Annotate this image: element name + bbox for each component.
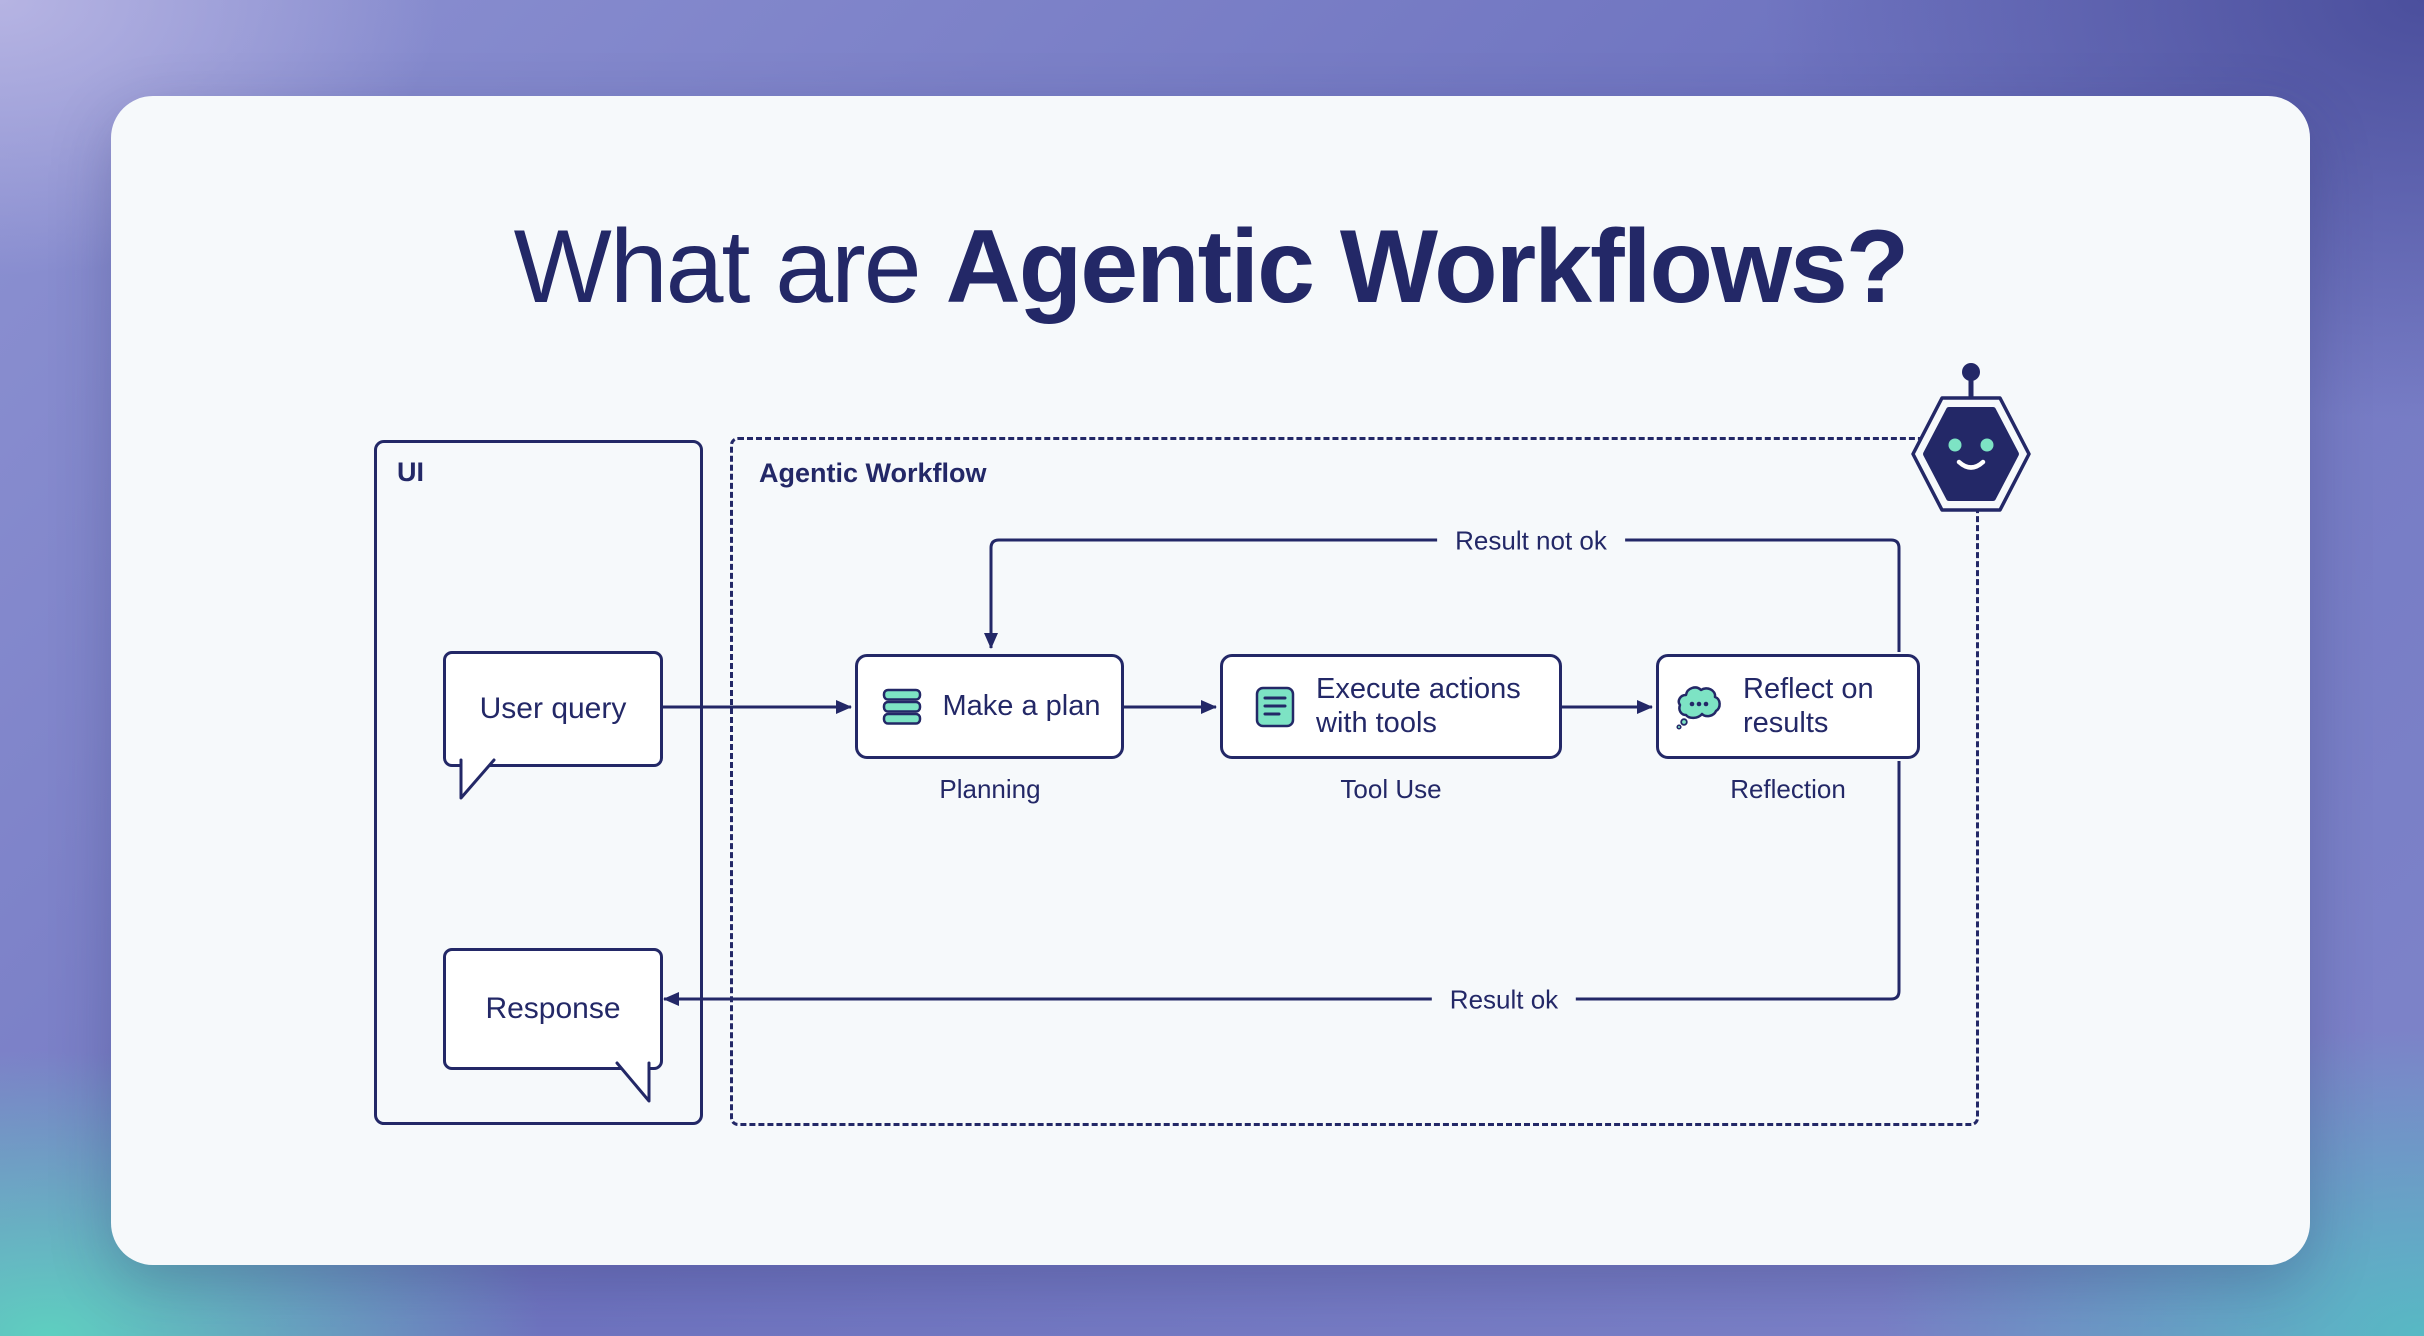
ui-panel-label: UI xyxy=(397,457,424,487)
caption-reflection: Reflection xyxy=(1730,774,1846,804)
response-label: Response xyxy=(485,992,621,1025)
title-bold: Agentic Workflows? xyxy=(945,209,1910,325)
stack-icon xyxy=(879,684,925,730)
step-label-execute-actions: Execute actions with tools xyxy=(1316,673,1521,739)
edge-label-result-ok: Result ok xyxy=(1431,982,1577,1018)
caption-planning: Planning xyxy=(939,774,1041,804)
user-query-bubble: User query xyxy=(443,651,663,767)
response-bubble: Response xyxy=(443,948,663,1070)
agentic-workflow-label: Agentic Workflow xyxy=(759,458,987,488)
step-execute-actions: Execute actions with tools xyxy=(1220,654,1562,759)
document-icon xyxy=(1252,684,1298,730)
step-label-make-a-plan: Make a plan xyxy=(942,689,1101,722)
edge-label-result-not-ok: Result not ok xyxy=(1437,523,1625,559)
caption-tool-use: Tool Use xyxy=(1340,774,1442,804)
step-make-a-plan: Make a plan xyxy=(855,654,1124,759)
title-light: What are xyxy=(513,209,922,325)
user-query-label: User query xyxy=(479,692,627,725)
step-label-reflect: Reflect on results xyxy=(1743,673,1874,739)
step-reflect: Reflect on results xyxy=(1656,654,1920,759)
ui-panel: UI User query Response xyxy=(374,440,703,1125)
thought-cloud-icon xyxy=(1675,683,1725,731)
